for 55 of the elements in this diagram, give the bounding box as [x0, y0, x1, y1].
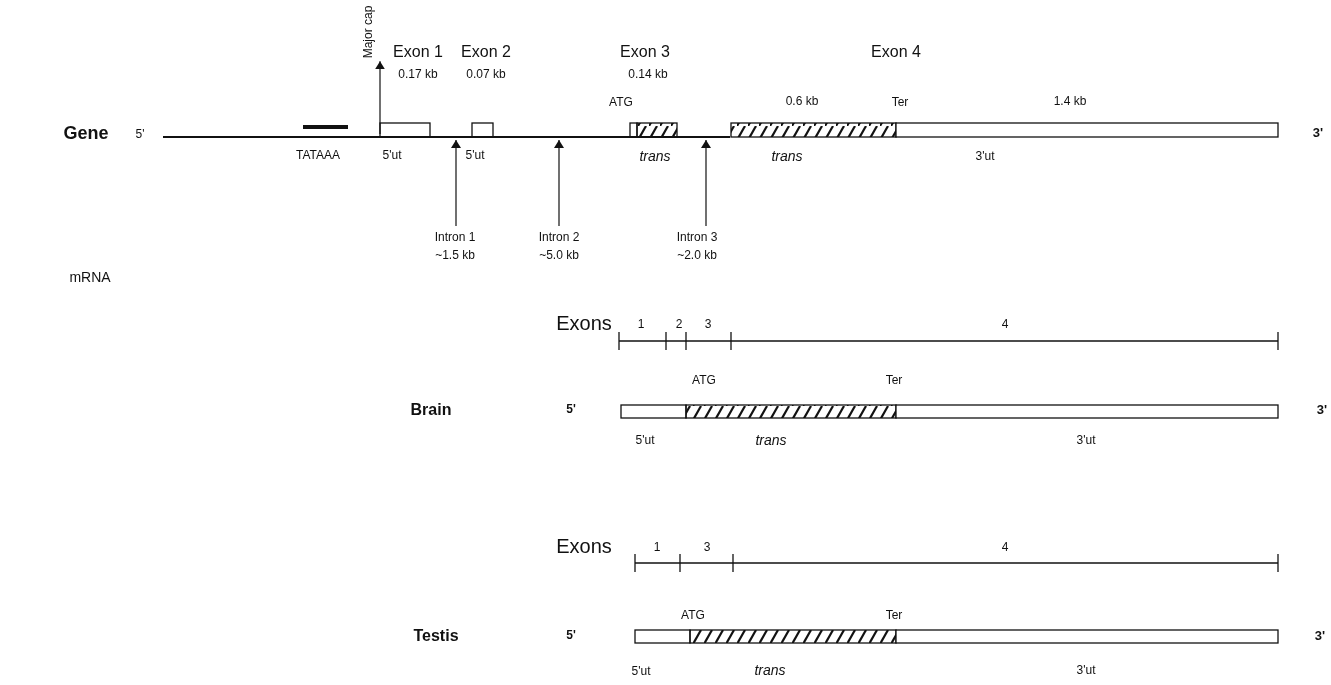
region-label: 5'ut [635, 434, 655, 448]
region-label: 5'ut [465, 149, 485, 163]
exon-number: 1 [653, 541, 661, 555]
arrow [451, 139, 461, 227]
exon-number: 1 [637, 318, 645, 332]
end-label: 5' [135, 128, 145, 142]
region-label: trans [754, 663, 786, 679]
size-label: 0.14 kb [628, 68, 668, 82]
exon-label: Exon 3 [620, 43, 670, 61]
exon-number: 3 [704, 318, 712, 332]
end-label: 3' [1312, 125, 1324, 141]
end-label: 5' [566, 629, 576, 643]
scale-label: Exons [556, 312, 612, 334]
size-label: 0.07 kb [466, 68, 506, 82]
region-label: trans [755, 433, 787, 449]
intron-label: Intron 2 ~5.0 kb [530, 228, 588, 264]
exon-number: 4 [1001, 318, 1009, 332]
size-label: 0.17 kb [398, 68, 438, 82]
row-label: Gene [63, 124, 109, 144]
intron-label: Intron 1 ~1.5 kb [426, 228, 484, 264]
codon-label: ATG [609, 96, 633, 110]
exon-label: Exon 2 [461, 43, 511, 61]
promoter-label: TATAAA [296, 149, 340, 163]
gene-line [163, 136, 730, 138]
codon-label: ATG [681, 609, 705, 623]
end-label: 5' [566, 403, 576, 417]
row-label: Brain [410, 401, 452, 419]
exon-number: 3 [703, 541, 711, 555]
codon-label: Ter [891, 96, 909, 110]
cap-site-label: Major cap [362, 5, 376, 59]
end-label: 3' [1314, 628, 1326, 644]
codon-label: Ter [885, 374, 903, 388]
region-label: 3'ut [975, 150, 995, 164]
row-label: Testis [413, 627, 459, 645]
region-label: 3'ut [1076, 434, 1096, 448]
region-label: trans [771, 149, 803, 165]
codon-label: Ter [885, 609, 903, 623]
exon-label: Exon 1 [393, 43, 443, 61]
end-label: 3' [1316, 402, 1328, 418]
exon-number: 4 [1001, 541, 1009, 555]
arrow [554, 139, 564, 227]
arrow [375, 60, 385, 135]
codon-label: ATG [692, 374, 716, 388]
scale-label: Exons [556, 535, 612, 557]
region-label: 5'ut [631, 665, 651, 679]
region-label: 5'ut [382, 149, 402, 163]
row-label: mRNA [69, 270, 111, 286]
size-label: 0.6 kb [785, 95, 819, 109]
intron-label: Intron 3 ~2.0 kb [668, 228, 726, 264]
region-label: 3'ut [1076, 664, 1096, 678]
region-label: trans [639, 149, 671, 165]
exon-label: Exon 4 [871, 43, 921, 61]
arrow [701, 139, 711, 227]
exon-number: 2 [675, 318, 683, 332]
size-label: 1.4 kb [1053, 95, 1087, 109]
